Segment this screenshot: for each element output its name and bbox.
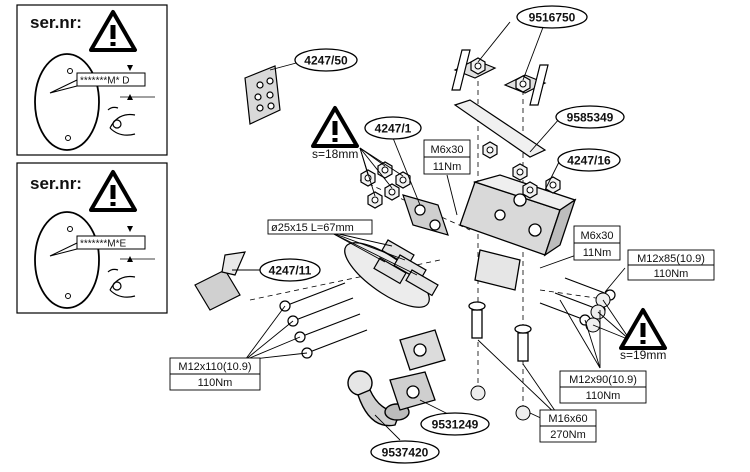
clamp-part (194, 251, 246, 311)
svg-text:4247/16: 4247/16 (567, 154, 611, 168)
nuts-m16 (470, 385, 531, 421)
bolt-spec-m12x90: M12x90(10.9) 110Nm (559, 370, 647, 404)
warning-icon (311, 106, 359, 148)
svg-text:M12x110(10.9): M12x110(10.9) (178, 361, 251, 373)
mounting-plate-part (402, 194, 449, 236)
bolt-spec-m6-b: M6x30 11Nm (573, 225, 621, 261)
plate-code-top: *******M* D (80, 76, 129, 87)
panel-top-header: ser.nr: (30, 13, 82, 32)
wrench-size-18: s=18mm (312, 147, 358, 161)
svg-text:4247/11: 4247/11 (269, 264, 312, 278)
bolts-m16x60 (468, 301, 532, 362)
svg-text:ø25x15 L=67mm: ø25x15 L=67mm (271, 222, 354, 234)
part-label-4247-1: 4247/1 (364, 116, 422, 140)
bolt-spec-m12x85: M12x85(10.9) 110Nm (627, 249, 715, 281)
svg-text:9537420: 9537420 (382, 446, 429, 460)
svg-text:11Nm: 11Nm (583, 247, 612, 259)
towball-plate-outline (34, 211, 100, 309)
electrical-socket-part (244, 65, 281, 125)
part-label-9537420: 9537420 (370, 440, 440, 464)
part-label-9531249: 9531249 (420, 412, 490, 436)
panel-bottom-header: ser.nr: (30, 174, 82, 193)
svg-text:110Nm: 110Nm (654, 268, 689, 280)
bolts-m12x110 (279, 282, 368, 359)
svg-text:4247/50: 4247/50 (304, 54, 348, 68)
wrench-size-19: s=19mm (620, 348, 666, 362)
svg-text:M6x30: M6x30 (580, 230, 613, 242)
eye-icon (107, 268, 136, 298)
towball-plate-outline (34, 53, 100, 151)
serial-panel-top: ser.nr: *******M* D (16, 4, 168, 156)
part-label-4247-16: 4247/16 (557, 148, 621, 172)
svg-text:M6x30: M6x30 (430, 144, 463, 156)
svg-text:270Nm: 270Nm (550, 429, 585, 441)
spacer-spec-label: ø25x15 L=67mm (267, 219, 373, 235)
svg-text:110Nm: 110Nm (198, 377, 233, 389)
reinforcement-bar-part (453, 99, 547, 158)
part-label-9585349: 9585349 (555, 105, 625, 129)
bolt-spec-m16x60: M16x60 270Nm (539, 409, 597, 443)
svg-text:9531249: 9531249 (432, 418, 479, 432)
part-label-4247-11: 4247/11 (259, 258, 321, 282)
svg-text:M12x85(10.9): M12x85(10.9) (637, 253, 705, 265)
bolt-spec-m12x110: M12x110(10.9) 110Nm (169, 357, 261, 391)
crossbar-frame-part (459, 174, 577, 291)
svg-text:11Nm: 11Nm (433, 161, 462, 173)
serial-panel-bottom: ser.nr: *******M*E (16, 162, 168, 314)
svg-text:9585349: 9585349 (567, 111, 614, 125)
eye-icon (107, 106, 136, 136)
part-label-9516750: 9516750 (516, 5, 588, 29)
leader-lines (232, 21, 631, 441)
warning-icon (619, 308, 667, 350)
coupling-socket-part (389, 329, 446, 411)
plate-code-bottom: *******M*E (80, 239, 126, 250)
bracket-pair-part (451, 49, 549, 106)
svg-text:M12x90(10.9): M12x90(10.9) (569, 374, 637, 386)
bolt-spec-m6-a: M6x30 11Nm (423, 139, 471, 175)
svg-text:4247/1: 4247/1 (375, 122, 412, 136)
svg-text:110Nm: 110Nm (586, 390, 621, 402)
side-plate-part (344, 239, 439, 308)
svg-text:M16x60: M16x60 (548, 413, 587, 425)
part-label-4247-50: 4247/50 (294, 48, 358, 72)
svg-text:9516750: 9516750 (529, 11, 576, 25)
